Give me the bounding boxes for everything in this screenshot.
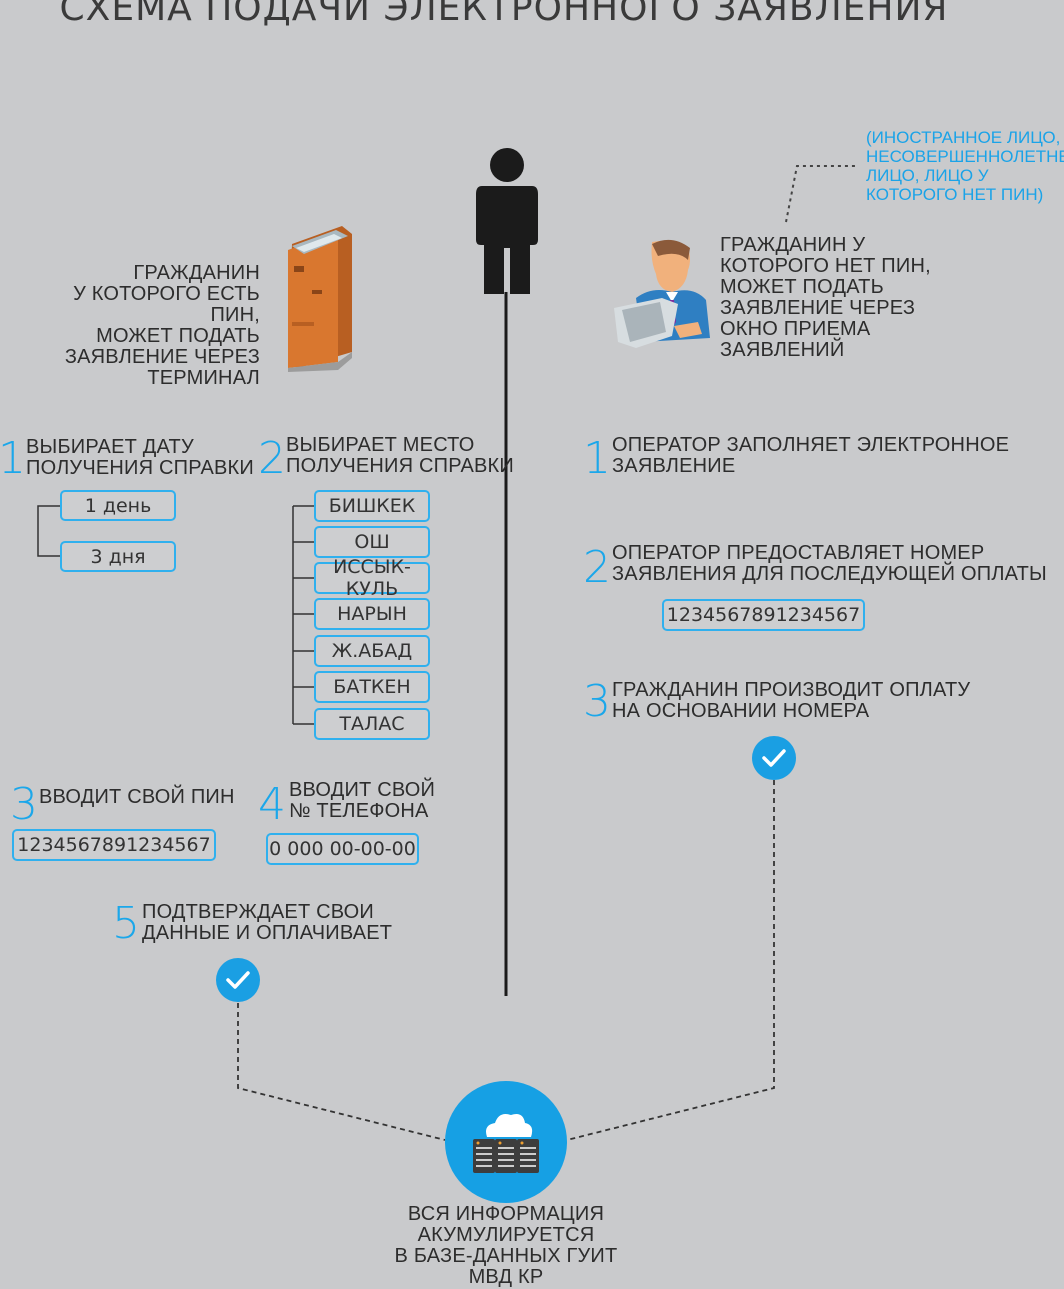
database-circle (445, 1081, 567, 1203)
right-step2-text: ОПЕРАТОР ПРЕДОСТАВЛЯЕТ НОМЕР ЗАЯВЛЕНИЯ Д… (612, 542, 1047, 585)
city-option[interactable]: ТАЛАС (314, 708, 430, 740)
left-step3-number: 3 (10, 779, 38, 830)
right-step1-number: 1 (583, 433, 611, 484)
city-option[interactable]: БАТКЕН (314, 671, 430, 703)
city-option[interactable]: ИССЫК-КУЛЬ (314, 556, 430, 600)
right-step3-number: 3 (583, 676, 611, 727)
city-option[interactable]: НАРЫН (314, 598, 430, 630)
check-icon (216, 958, 260, 1002)
check-icon (752, 736, 796, 780)
right-step2-number: 2 (583, 542, 611, 593)
date-option-1[interactable]: 1 день (60, 490, 176, 521)
left-step2-text: ВЫБИРАЕТ МЕСТО ПОЛУЧЕНИЯ СПРАВКИ (286, 434, 514, 477)
cloud-server-icon (473, 1114, 539, 1173)
city-option[interactable]: БИШКЕК (314, 490, 430, 522)
left-step1-text: ВЫБИРАЕТ ДАТУ ПОЛУЧЕНИЯ СПРАВКИ (26, 436, 254, 479)
left-step1-number: 1 (0, 433, 26, 484)
right-note: (ИНОСТРАННОЕ ЛИЦО, НЕСОВЕРШЕННОЛЕТНЕЕ ЛИ… (866, 128, 1064, 204)
operator-icon (614, 239, 710, 348)
page-title: СХЕМА ПОДАЧИ ЭЛЕКТРОННОГО ЗАЯВЛЕНИЯ (59, 0, 949, 29)
date-option-3[interactable]: 3 дня (60, 541, 176, 572)
left-step5-number: 5 (112, 898, 140, 949)
left-step5-text: ПОДТВЕРЖДАЕТ СВОИ ДАННЫЕ И ОПЛАЧИВАЕТ (142, 901, 393, 944)
left-intro: ГРАЖДАНИН У КОТОРОГО ЕСТЬ ПИН, МОЖЕТ ПОД… (64, 262, 260, 389)
city-option[interactable]: ОШ (314, 526, 430, 558)
right-db-connector (566, 780, 775, 1141)
left-step2-number: 2 (258, 433, 286, 484)
application-number-field[interactable]: 1234567891234567 (662, 599, 865, 631)
database-caption: ВСЯ ИНФОРМАЦИЯ АКУМУЛИРУЕТСЯ В БАЗЕ-ДАНН… (394, 1203, 618, 1288)
phone-field[interactable]: 0 000 00-00-00 (266, 833, 419, 865)
pin-field[interactable]: 1234567891234567 (12, 829, 216, 861)
city-option[interactable]: Ж.АБАД (314, 635, 430, 667)
right-step1-text: ОПЕРАТОР ЗАПОЛНЯЕТ ЭЛЕКТРОННОЕ ЗАЯВЛЕНИЕ (612, 434, 1010, 477)
right-step3-text: ГРАЖДАНИН ПРОИЗВОДИТ ОПЛАТУ НА ОСНОВАНИИ… (612, 679, 971, 722)
left-step3-text: ВВОДИТ СВОЙ ПИН (39, 786, 235, 808)
left-step4-text: ВВОДИТ СВОЙ № ТЕЛЕФОНА (289, 779, 436, 822)
city-bracket (292, 505, 314, 725)
right-intro: ГРАЖДАНИН У КОТОРОГО НЕТ ПИН, МОЖЕТ ПОДА… (720, 234, 931, 361)
note-connector (785, 165, 858, 223)
left-db-connector (237, 1003, 446, 1141)
left-step4-number: 4 (258, 779, 286, 830)
kiosk-icon (288, 226, 352, 372)
date-bracket (37, 505, 60, 557)
person-icon (476, 148, 538, 294)
